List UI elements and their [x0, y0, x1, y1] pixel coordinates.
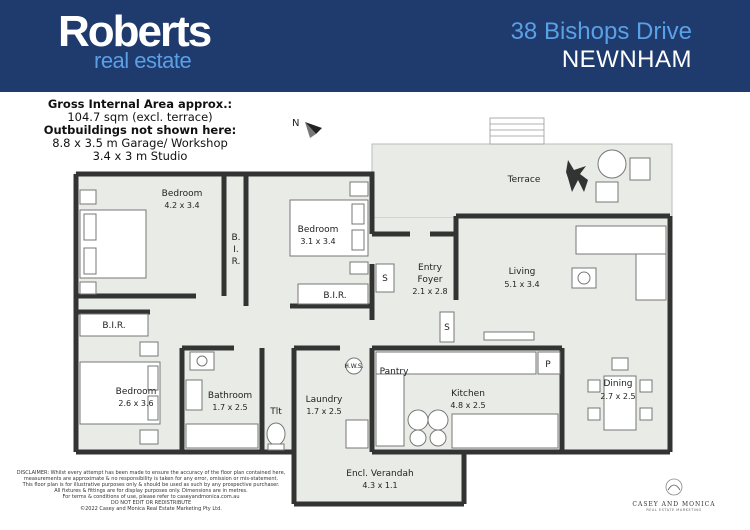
bir1-l1: B. — [231, 233, 240, 243]
walls — [73, 171, 673, 507]
bedroom2-dims: 3.1 x 3.4 — [300, 237, 335, 246]
bathroom-name: Bathroom — [208, 391, 252, 401]
brand-logo: Roberts — [58, 7, 212, 56]
bir1-l3: R. — [232, 257, 241, 267]
kitchen-name: Kitchen — [451, 389, 485, 399]
entry-name1: Entry — [418, 263, 443, 273]
gross-area-value: 104.7 sqm (excl. terrace) — [67, 110, 213, 124]
pantry-label: Pantry — [380, 367, 409, 377]
furniture — [79, 149, 667, 451]
area-summary: Gross Internal Area approx.: 104.7 sqm (… — [40, 98, 240, 163]
dining-dims: 2.7 x 2.5 — [600, 392, 635, 401]
outbuildings-label: Outbuildings not shown here: — [43, 123, 237, 137]
storage2-label: S — [444, 323, 450, 333]
dining-name: Dining — [603, 379, 632, 389]
address-street: 38 Bishops Drive — [510, 18, 692, 45]
photographer-name: CASEY AND MONICA — [632, 501, 716, 508]
storage1-label: S — [382, 274, 388, 284]
hws-label: H.W.S. — [344, 363, 363, 370]
bedroom3-dims: 2.6 x 3.6 — [118, 399, 153, 408]
garage-size: 8.8 x 3.5 m Garage/ Workshop — [52, 136, 228, 150]
disclaimer: DISCLAIMER: Whilst every attempt has bee… — [6, 470, 296, 512]
bedroom3-name: Bedroom — [116, 387, 157, 397]
disclaimer-line: This floor plan is for illustrative purp… — [22, 482, 280, 488]
terrace-label: Terrace — [507, 175, 541, 185]
plant-icon — [566, 160, 588, 192]
verandah-dims: 4.3 x 1.1 — [362, 481, 397, 490]
bedroom1-dims: 4.2 x 3.4 — [164, 201, 199, 210]
address-suburb: NEWNHAM — [561, 46, 692, 73]
gross-area-label: Gross Internal Area approx.: — [47, 97, 233, 111]
disclaimer-line: ©2022 Casey and Monica Real Estate Marke… — [80, 506, 222, 512]
bir2-label: B.I.R. — [323, 291, 346, 301]
disclaimer-line: measurements are approximate & no respon… — [23, 476, 279, 482]
laundry-name: Laundry — [306, 395, 343, 405]
living-dims: 5.1 x 3.4 — [504, 280, 539, 289]
verandah-name: Encl. Verandah — [346, 469, 413, 479]
entry-name2: Foyer — [418, 275, 443, 285]
bedroom1-name: Bedroom — [162, 189, 203, 199]
brand-tagline: real estate — [94, 48, 192, 73]
compass-north: N — [292, 118, 299, 129]
laundry-dims: 1.7 x 2.5 — [306, 407, 341, 416]
toilet-label: Tlt — [269, 407, 282, 417]
entry-dims: 2.1 x 2.8 — [412, 287, 447, 296]
terrace-steps — [489, 117, 545, 145]
photographer-mark-icon — [665, 478, 683, 496]
bir1-l2: I. — [233, 245, 239, 255]
kitchen-dims: 4.8 x 2.5 — [450, 401, 485, 410]
bir3-label: B.I.R. — [102, 321, 125, 331]
studio-size: 3.4 x 3 m Studio — [92, 149, 188, 163]
photographer-sub: REAL ESTATE MARKETING — [646, 508, 702, 512]
living-name: Living — [509, 267, 536, 277]
disclaimer-line: DO NOT EDIT OR REDISTRIBUTE — [110, 500, 192, 506]
disclaimer-line: DISCLAIMER: Whilst every attempt has bee… — [16, 470, 286, 476]
disclaimer-line: For terms & conditions of use, please re… — [62, 494, 240, 500]
disclaimer-line: All fixtures & fittings are for display … — [54, 488, 248, 494]
compass-icon: N — [292, 118, 322, 138]
bedroom2-name: Bedroom — [298, 225, 339, 235]
pantry-p-label: P — [545, 360, 551, 370]
room-labels: Bedroom 4.2 x 3.4 B. I. R. Bedroom 3.1 x… — [102, 175, 635, 490]
photographer-logo: CASEY AND MONICA REAL ESTATE MARKETING — [624, 478, 724, 512]
header-banner: Roberts real estate 38 Bishops Drive NEW… — [0, 0, 750, 92]
bathroom-dims: 1.7 x 2.5 — [212, 403, 247, 412]
